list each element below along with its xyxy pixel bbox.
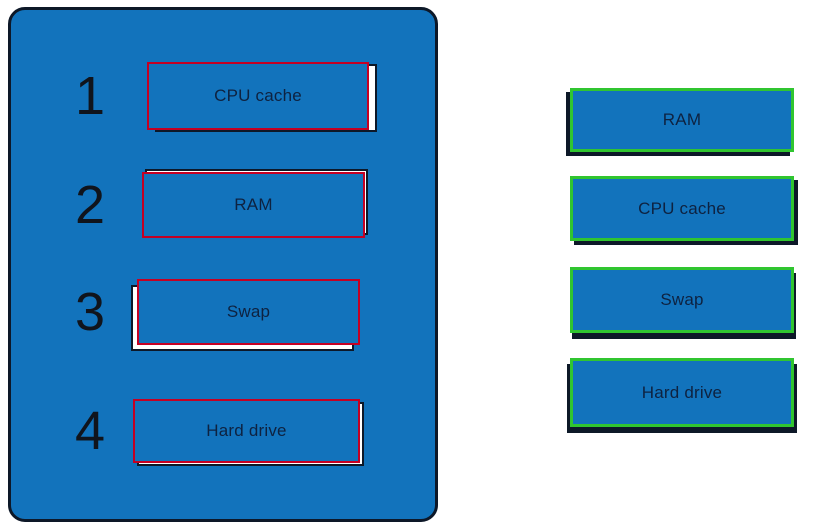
slot-number-3: 3 — [74, 282, 106, 342]
item-label: RAM — [234, 195, 273, 214]
slot-row-2: 2 RAM — [11, 169, 435, 238]
slot-3: Swap — [131, 279, 360, 351]
slot-row-3: 3 Swap — [11, 279, 435, 351]
option-label: CPU cache — [638, 198, 726, 218]
option-swap[interactable]: Swap — [570, 267, 796, 339]
slot-row-4: 4 Hard drive — [11, 399, 435, 466]
dropped-item-ram[interactable]: RAM — [142, 172, 365, 238]
option-face: Hard drive — [570, 358, 794, 427]
slot-row-1: 1 CPU cache — [11, 62, 435, 132]
item-label: Hard drive — [206, 421, 287, 440]
dropped-item-swap[interactable]: Swap — [137, 279, 360, 345]
slot-number-2: 2 — [74, 175, 106, 235]
option-label: Swap — [660, 290, 704, 309]
option-label: RAM — [662, 110, 702, 129]
answer-panel: 1 CPU cache 2 RAM 3 Swap — [8, 7, 438, 522]
option-face: RAM — [570, 88, 794, 152]
dropped-item-cpu-cache[interactable]: CPU cache — [147, 62, 369, 130]
option-cpu-cache[interactable]: CPU cache — [570, 176, 798, 245]
option-face: CPU cache — [570, 176, 794, 241]
slot-2: RAM — [142, 169, 368, 238]
item-label: Swap — [226, 302, 271, 321]
slot-number-4: 4 — [74, 401, 106, 461]
option-face: Swap — [570, 267, 794, 333]
slot-4: Hard drive — [133, 399, 364, 466]
option-hard-drive[interactable]: Hard drive — [567, 358, 797, 433]
option-label: Hard drive — [641, 382, 723, 402]
dropped-item-hard-drive[interactable]: Hard drive — [133, 399, 360, 463]
option-ram[interactable]: RAM — [566, 88, 794, 156]
slot-number-1: 1 — [74, 66, 106, 126]
item-label: CPU cache — [214, 86, 302, 105]
slot-1: CPU cache — [147, 62, 377, 132]
